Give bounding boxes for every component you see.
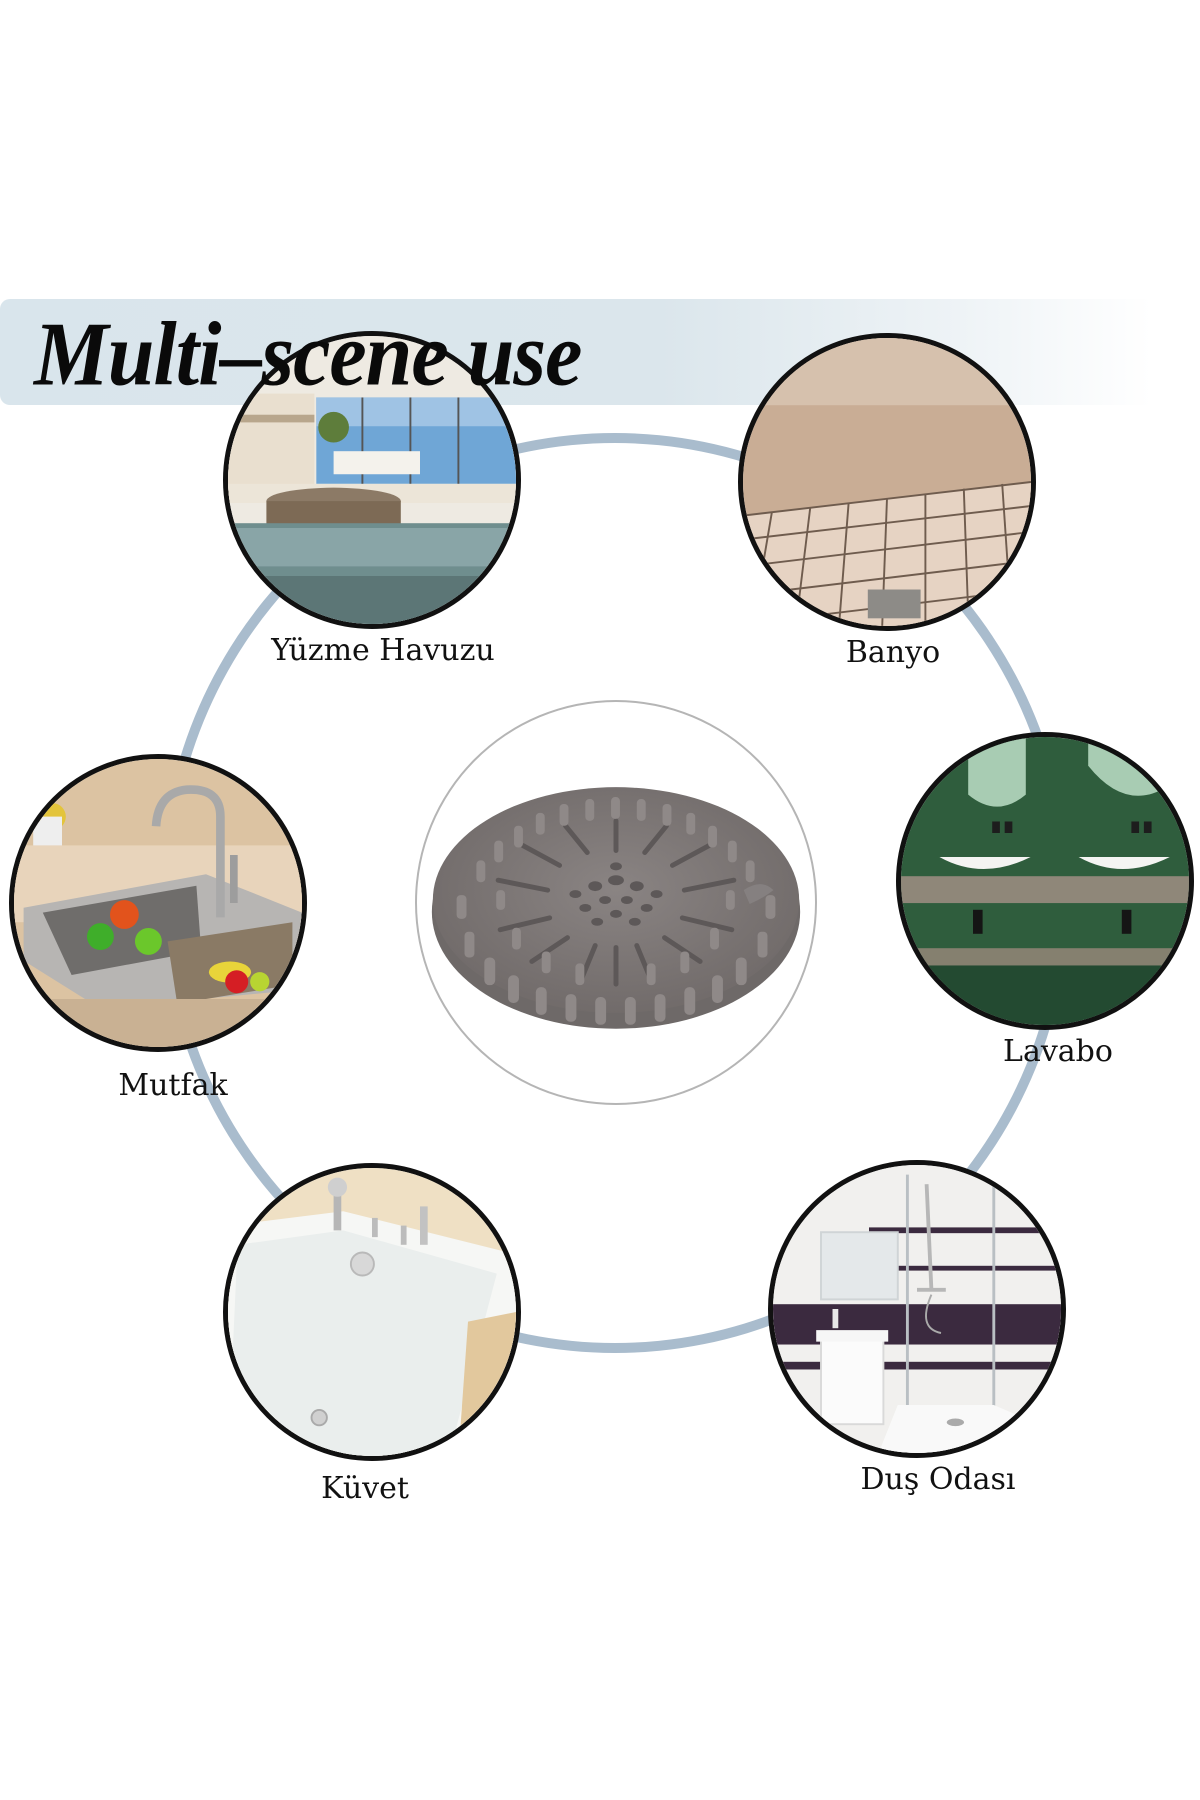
product-image (415, 700, 817, 1105)
page-title: Multi–scene use (34, 304, 582, 406)
scene-bathtub-image (223, 1163, 521, 1461)
bathtub-photo-icon (228, 1168, 516, 1456)
drain-catcher-icon (431, 787, 801, 1029)
scene-label-pool: Yüzme Havuzu (271, 633, 495, 668)
tiled-floor-drain-photo-icon (743, 338, 1031, 626)
scene-label-bathtub: Küvet (321, 1471, 409, 1506)
scene-bathroom-image (738, 333, 1036, 631)
scene-washbasin-image (896, 732, 1194, 1030)
scene-label-washbasin: Lavabo (1003, 1034, 1113, 1069)
scene-label-kitchen: Mutfak (118, 1068, 228, 1103)
washbasin-photo-icon (901, 737, 1189, 1025)
scene-kitchen-image (9, 754, 307, 1052)
scene-label-shower: Duş Odası (860, 1462, 1016, 1497)
shower-room-photo-icon (773, 1165, 1061, 1453)
kitchen-sink-photo-icon (14, 759, 302, 1047)
scene-pool-image (223, 331, 521, 629)
scene-shower-image (768, 1160, 1066, 1458)
swimming-pool-photo-icon (228, 336, 516, 624)
scene-label-bathroom: Banyo (845, 635, 941, 670)
